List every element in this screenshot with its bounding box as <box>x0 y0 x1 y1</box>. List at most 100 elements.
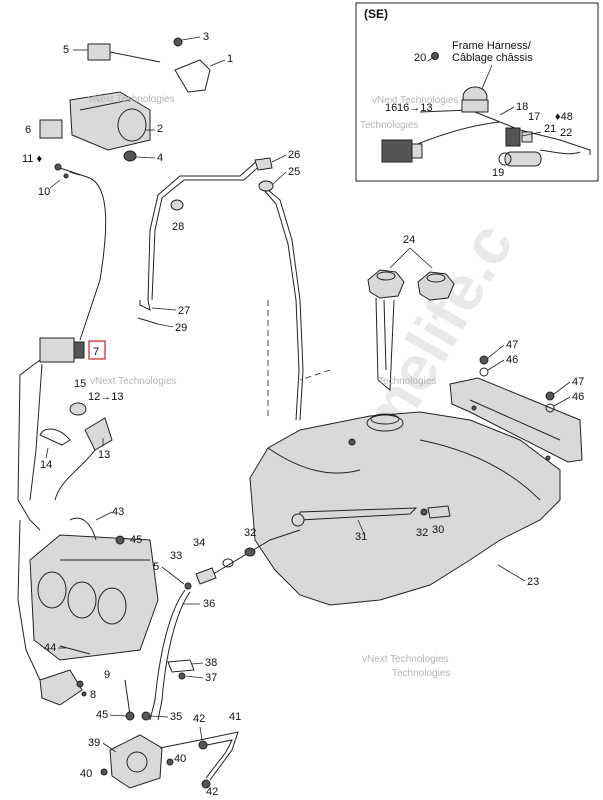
sleeve-19 <box>498 151 542 167</box>
watermark-text: vNext Technologies <box>88 94 175 105</box>
callout-5: 5 <box>63 44 69 56</box>
spring-29 <box>137 317 159 325</box>
callout-48: ♦48 <box>555 111 573 123</box>
callout-14: 14 <box>40 459 52 471</box>
fuel-cap-assembly <box>367 247 455 392</box>
fitting-33 <box>195 567 217 585</box>
clamp-32-second <box>244 547 256 557</box>
callout-25: 25 <box>288 166 300 178</box>
callout-7-box <box>88 340 106 360</box>
watermark-text: vNext Technologies <box>90 376 177 387</box>
callout-18: 18 <box>516 101 528 113</box>
clip-22 <box>521 131 533 143</box>
watermark-text: Technologies <box>360 120 418 131</box>
callout-6: 6 <box>25 124 31 136</box>
callout-11: 11 ♦ <box>22 153 42 165</box>
tee-fitting <box>167 659 195 680</box>
clamp-32 <box>420 508 428 516</box>
fitting-26 <box>254 157 273 171</box>
carburetor-assembly <box>29 517 159 661</box>
watermark-text: Technologies <box>378 376 436 387</box>
callout-2: 2 <box>157 123 163 135</box>
callout-33: 33 <box>170 550 182 562</box>
callout-35-second: 35 <box>170 711 182 723</box>
watermark-text: Technologies <box>392 668 450 679</box>
screw-3 <box>173 37 183 47</box>
callout-46-second: 46 <box>572 391 584 403</box>
callout-37: 37 <box>205 672 217 684</box>
callout-26: 26 <box>288 149 300 161</box>
fitting-30 <box>427 505 451 519</box>
callout-16: 16 <box>385 102 397 114</box>
callout-43: 43 <box>112 506 124 518</box>
grommet-25 <box>258 180 274 192</box>
callout-20: 20 <box>414 52 426 64</box>
callout-27: 27 <box>178 305 190 317</box>
callout-28: 28 <box>172 221 184 233</box>
spring-44 <box>59 645 91 655</box>
callout-19: 19 <box>492 167 504 179</box>
ref-12-to-13: 12→13 <box>88 391 123 403</box>
callout-38: 38 <box>205 657 217 669</box>
fuel-pump <box>100 679 239 789</box>
callout-8: 8 <box>90 689 96 701</box>
harness-connector <box>381 139 423 163</box>
fuel-pump-base <box>39 669 87 706</box>
callout-31: 31 <box>355 531 367 543</box>
callout-40-second: 40 <box>174 753 186 765</box>
callout-34: 34 <box>193 537 205 549</box>
callout-21: 21 <box>544 123 556 135</box>
callout-24: 24 <box>403 234 415 246</box>
callout-22: 22 <box>560 127 572 139</box>
washer-34 <box>222 558 234 568</box>
callout-4: 4 <box>157 152 163 164</box>
callout-45: 45 <box>130 534 142 546</box>
fuel-line <box>149 529 301 721</box>
callout-42: 42 <box>193 713 205 725</box>
callout-32-second: 32 <box>244 527 256 539</box>
vent-line <box>137 157 304 421</box>
clip-28 <box>170 199 184 211</box>
callout-39: 39 <box>88 737 100 749</box>
connector-21 <box>505 127 521 147</box>
callout-41: 41 <box>229 711 241 723</box>
callout-3: 3 <box>203 31 209 43</box>
harness-label-fr: Câblage châssis <box>452 52 533 64</box>
inset-title: (SE) <box>364 7 388 21</box>
harness-label-en: Frame Harness/ <box>452 40 532 52</box>
screw-45 <box>115 535 125 545</box>
callout-29: 29 <box>175 322 187 334</box>
nut-4 <box>123 150 137 162</box>
primer-assembly <box>39 402 113 501</box>
callout-7: 7 <box>93 346 99 358</box>
tank-bracket <box>449 355 583 463</box>
connector-7: 7 <box>39 337 106 363</box>
callout-9: 9 <box>104 669 110 681</box>
callout-17: 17 <box>528 111 540 123</box>
cover-6 <box>39 119 63 139</box>
watermark-text: vNext Technologies <box>362 654 449 665</box>
fuel-tank <box>249 369 561 606</box>
ref-16-to-13: 16→13 <box>397 102 432 114</box>
callout-40: 40 <box>80 768 92 780</box>
callout-13: 13 <box>98 449 110 461</box>
se-inset-box: (SE) Frame Harness/ Câblage châssis 20 1… <box>355 2 599 182</box>
callout-47-second: 47 <box>572 376 584 388</box>
switch-assembly <box>87 37 211 93</box>
fuel-sensor-unit <box>461 86 489 113</box>
callout-42-second: 42 <box>206 786 218 798</box>
callout-30: 30 <box>432 524 444 536</box>
callout-23: 23 <box>527 576 539 588</box>
callout-36: 36 <box>203 598 215 610</box>
screw-20 <box>431 52 439 60</box>
callout-44: 44 <box>44 642 56 654</box>
callout-47: 47 <box>506 339 518 351</box>
callout-45-second: 45 <box>96 709 108 721</box>
throttle-housing <box>39 91 151 162</box>
callout-10: 10 <box>38 186 50 198</box>
watermark-text: vNext Technologies <box>372 95 459 106</box>
throttle-cable <box>54 163 107 341</box>
callout-1: 1 <box>227 53 233 65</box>
